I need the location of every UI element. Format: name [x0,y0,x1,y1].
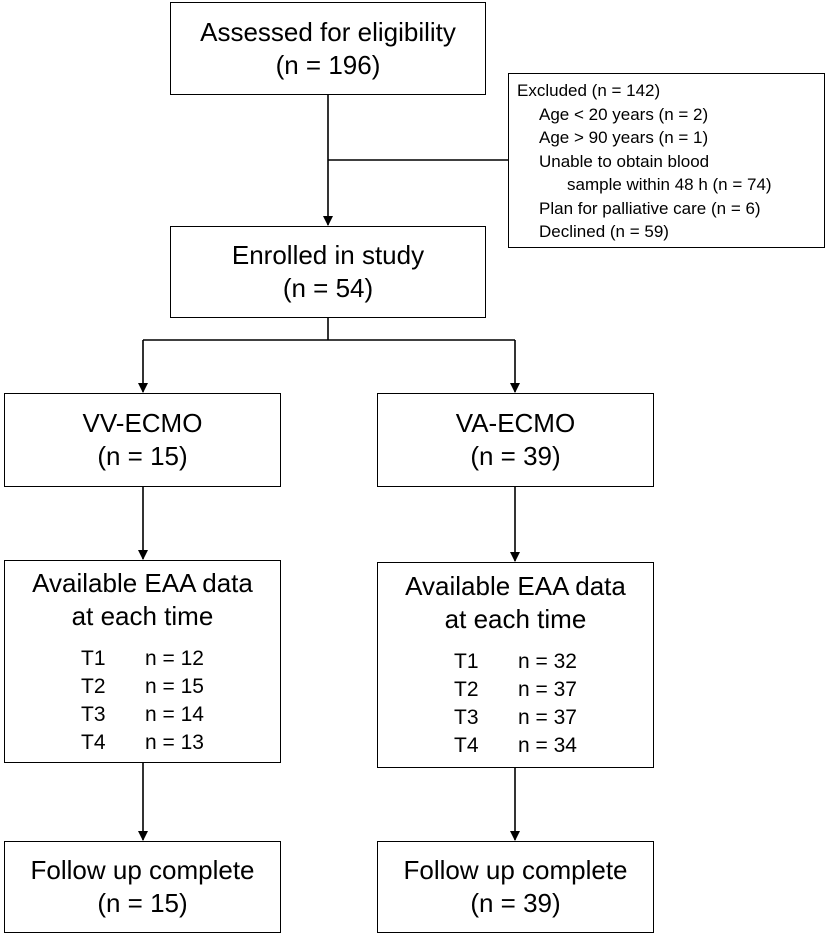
vv-time-row: T2 n = 15 [81,673,204,701]
time-value: n = 37 [518,678,577,701]
assessed-title: Assessed for eligibility [200,16,456,47]
time-label: T1 [454,650,479,673]
assessed-count: (n = 196) [275,49,381,80]
enrolled-box: Enrolled in study (n = 54) [170,226,486,318]
vv-eaa-title-line2: at each time [71,600,214,631]
vv-time-row: T3 n = 14 [81,701,204,729]
vv-followup-title: Follow up complete [30,855,255,885]
va-eaa-title-line2: at each time [444,604,587,634]
vv-time-row: T1 n = 12 [81,645,204,673]
va-time-row: T3 n = 37 [454,704,577,732]
time-value: n = 37 [518,706,577,729]
time-value: n = 32 [518,650,577,673]
va-eaa-times: T1 n = 32 T2 n = 37 T3 n = 37 T4 n = 34 [454,648,577,760]
time-value: n = 15 [145,674,204,698]
time-label: T4 [454,734,479,757]
enrolled-title: Enrolled in study [231,240,425,270]
time-label: T3 [81,702,106,726]
va-time-row: T4 n = 34 [454,732,577,760]
va-followup-title: Follow up complete [403,855,628,885]
excluded-box: Excluded (n = 142) Age < 20 years (n = 2… [508,73,825,248]
time-value: n = 14 [145,702,204,726]
va-eaa-title-line1: Available EAA data [405,571,626,601]
exclusion-reason: Declined (n = 59) [539,222,669,241]
exclusion-reason-continued: sample within 48 h (n = 74) [567,175,772,194]
enrolled-count: (n = 54) [282,273,374,303]
time-label: T2 [454,678,479,701]
vv-eaa-times: T1 n = 12 T2 n = 15 T3 n = 14 T4 n = 13 [81,645,204,757]
va-time-row: T2 n = 37 [454,676,577,704]
va-followup-box: Follow up complete (n = 39) [377,841,654,933]
va-followup-count: (n = 39) [470,888,561,918]
time-label: T3 [454,706,479,729]
vv-followup-box: Follow up complete (n = 15) [4,841,281,933]
time-value: n = 34 [518,734,577,757]
vv-time-row: T4 n = 13 [81,729,204,757]
vv-ecmo-title: VV-ECMO [82,408,203,438]
vv-followup-count: (n = 15) [97,888,188,918]
va-ecmo-box: VA-ECMO (n = 39) [377,393,654,487]
va-ecmo-count: (n = 39) [470,441,561,471]
vv-eaa-box: Available EAA data at each time T1 n = 1… [4,560,281,763]
exclusion-reason: Age > 90 years (n = 1) [539,128,709,147]
excluded-title: Excluded (n = 142) [517,81,661,100]
va-time-row: T1 n = 32 [454,648,577,676]
time-label: T1 [81,646,106,670]
exclusion-reason: Plan for palliative care (n = 6) [539,198,761,218]
time-value: n = 12 [145,646,204,670]
vv-ecmo-box: VV-ECMO (n = 15) [4,393,281,487]
vv-ecmo-count: (n = 15) [97,441,188,471]
vv-eaa-title-line1: Available EAA data [32,567,253,598]
va-ecmo-title: VA-ECMO [455,408,576,438]
va-eaa-box: Available EAA data at each time T1 n = 3… [377,562,654,768]
assessed-box: Assessed for eligibility (n = 196) [170,2,486,95]
exclusion-reason: Age < 20 years (n = 2) [539,104,709,124]
time-value: n = 13 [145,730,204,754]
exclusion-reason: Unable to obtain blood [539,151,710,171]
time-label: T4 [81,730,106,754]
time-label: T2 [81,674,106,698]
